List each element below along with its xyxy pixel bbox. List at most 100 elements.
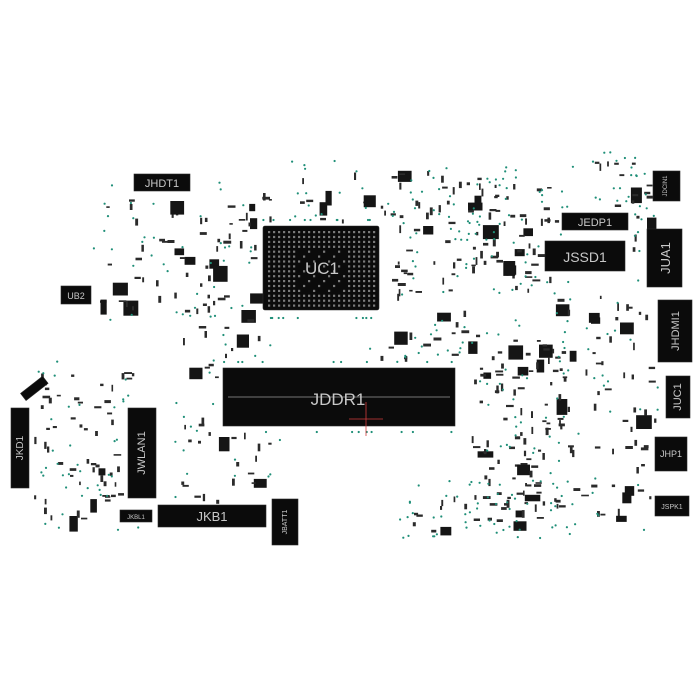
red-cross-marker — [349, 402, 383, 436]
via-dot — [461, 341, 464, 344]
small-component — [492, 239, 496, 247]
component-jdcin1[interactable]: JDCIN1 — [652, 170, 681, 202]
bga-ball — [353, 289, 356, 292]
component-jhdmi1[interactable]: JHDMI1 — [657, 299, 693, 363]
via-dot — [248, 261, 251, 264]
via-dot — [303, 164, 306, 167]
via-dot — [468, 511, 471, 514]
via-dot — [122, 400, 125, 403]
via-dot — [602, 384, 606, 387]
bga-ball — [333, 245, 336, 248]
bga-ball — [343, 240, 346, 243]
bga-ball — [358, 294, 361, 297]
via-dot — [166, 270, 169, 273]
via-dot — [411, 260, 414, 263]
via-dot — [550, 502, 553, 505]
via-dot — [277, 316, 280, 320]
small-component — [100, 299, 107, 315]
component-jua1[interactable]: JUA1 — [646, 228, 683, 288]
via-dot — [566, 320, 569, 323]
small-component — [412, 522, 416, 527]
via-dot — [618, 187, 622, 190]
component-label-jedp1: JEDP1 — [578, 217, 612, 229]
component-jkd1[interactable]: JKD1 — [10, 407, 30, 489]
small-component — [599, 163, 602, 171]
small-component — [525, 271, 532, 275]
small-component — [591, 484, 598, 488]
bga-ball — [373, 280, 376, 283]
via-dot — [640, 218, 643, 221]
small-component — [554, 498, 557, 502]
component-juc1[interactable]: JUC1 — [665, 375, 691, 419]
via-dot — [223, 246, 227, 249]
small-component — [542, 420, 547, 423]
component-jkb1[interactable]: JKB1 — [157, 504, 267, 528]
via-dot — [237, 360, 240, 364]
bga-ball — [268, 255, 271, 258]
via-dot — [571, 165, 575, 168]
small-component — [539, 344, 553, 358]
via-dot — [233, 474, 236, 477]
bga-ball — [358, 289, 361, 292]
via-dot — [79, 470, 82, 473]
small-component — [391, 176, 398, 179]
via-dot — [130, 313, 133, 316]
component-label-jkbl1: JKBL1 — [127, 515, 145, 521]
via-dot — [506, 501, 509, 504]
component-jddr1[interactable]: JDDR1 — [222, 367, 456, 436]
component-uc1[interactable]: UC1 — [262, 225, 380, 311]
via-dot — [432, 535, 435, 538]
bga-ball — [368, 304, 371, 307]
via-dot — [370, 430, 373, 434]
via-dot — [86, 487, 89, 490]
via-dot — [514, 416, 517, 419]
via-dot — [616, 301, 619, 304]
bga-ball — [293, 284, 296, 288]
bga-ball — [308, 299, 311, 302]
via-dot — [557, 441, 561, 444]
bga-ball — [283, 245, 286, 248]
bga-ball — [273, 304, 276, 307]
small-component — [204, 217, 208, 222]
via-dot — [521, 374, 524, 377]
component-jbatt1[interactable]: JBATT1 — [271, 498, 299, 546]
via-dot — [436, 353, 439, 356]
via-dot — [634, 213, 637, 216]
small-component — [524, 494, 541, 502]
via-dot — [335, 218, 338, 222]
via-dot — [505, 187, 508, 190]
bga-ball — [293, 294, 296, 297]
component-jhdt1[interactable]: JHDT1 — [133, 173, 191, 192]
small-component — [384, 210, 386, 216]
component-jhp1[interactable]: JHP1 — [654, 436, 688, 472]
bga-ball — [373, 270, 376, 273]
via-dot — [549, 509, 553, 512]
via-dot — [519, 421, 523, 424]
small-component — [182, 484, 189, 487]
small-component — [216, 246, 219, 252]
small-component — [517, 366, 529, 376]
component-jedp1[interactable]: JEDP1 — [561, 212, 629, 231]
via-dot — [282, 316, 285, 320]
component-jssd1[interactable]: JSSD1 — [544, 240, 626, 272]
via-dot — [454, 238, 457, 241]
component-jspk1[interactable]: JSPK1 — [654, 495, 690, 517]
small-component — [484, 449, 487, 455]
component-jkbl1[interactable]: JKBL1 — [119, 509, 153, 523]
component-ub2[interactable]: UB2 — [60, 285, 92, 305]
via-dot — [551, 526, 554, 529]
bga-ball — [368, 275, 371, 278]
small-component — [601, 361, 604, 366]
small-component — [546, 422, 551, 425]
small-component — [496, 251, 499, 258]
small-component — [487, 517, 492, 521]
bga-ball — [273, 245, 276, 248]
bga-ball — [303, 245, 306, 248]
via-dot — [396, 360, 399, 363]
via-dot — [441, 319, 444, 322]
bga-ball — [273, 284, 276, 288]
component-jwlan1[interactable]: JWLAN1 — [127, 407, 157, 499]
bga-ball — [318, 304, 321, 307]
bga-ball — [318, 235, 321, 239]
small-component — [188, 439, 192, 443]
